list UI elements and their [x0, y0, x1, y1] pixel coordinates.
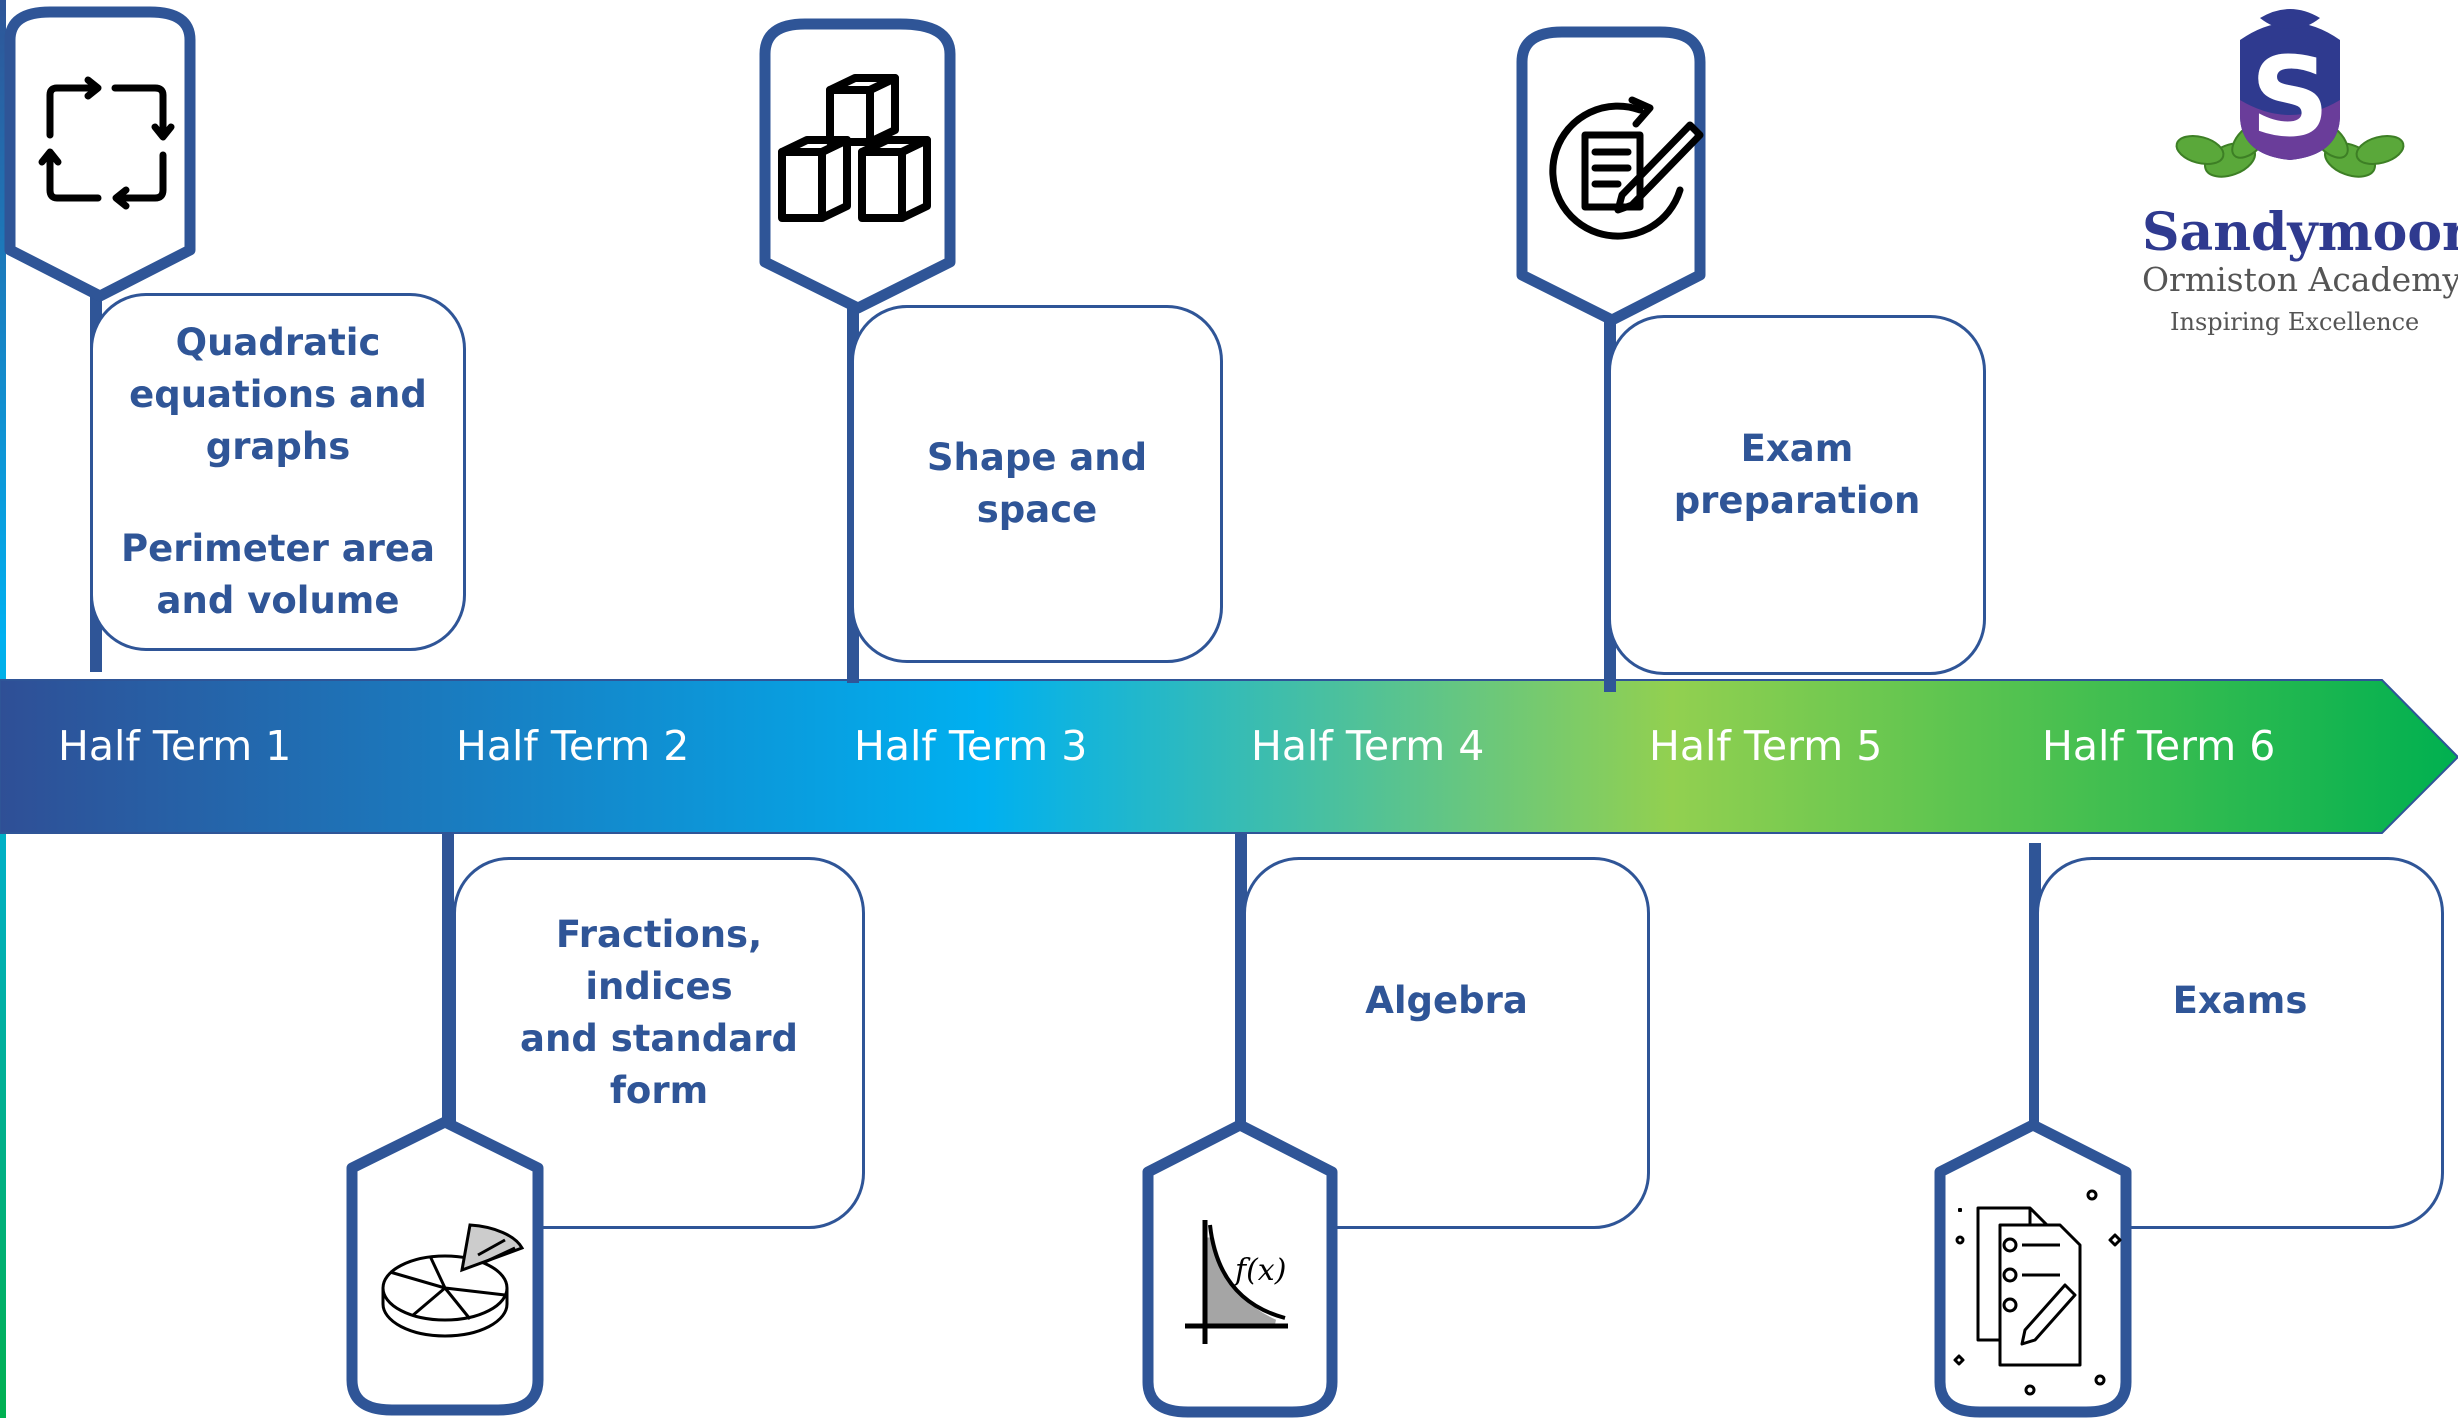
logo-emblem: S	[2175, 9, 2405, 178]
topic-box-ht1: Quadratic equations and graphs Perimeter…	[90, 293, 466, 651]
topic-box-ht5: Exam preparation	[1608, 315, 1986, 675]
topic-ht1-line1: Quadratic	[175, 321, 381, 364]
topic-box-ht4: Algebra	[1243, 857, 1650, 1229]
topic-ht1-line2: equations and	[129, 373, 427, 416]
topic-ht1-line3: graphs	[205, 425, 351, 468]
topic-ht1-line5: and volume	[156, 579, 400, 622]
half-term-label: Half Term 1	[58, 722, 292, 770]
topic-ht3-line1: Shape and space	[926, 436, 1148, 531]
timeline-arrow	[0, 679, 2458, 834]
logo-name: Sandymoor	[2142, 202, 2458, 263]
topic-ht6-line1: Exams	[2172, 978, 2308, 1022]
half-term-label: Half Term 4	[1251, 722, 1485, 770]
topic-ht2-line2: and standard form	[520, 1017, 798, 1112]
topic-box-ht3: Shape and space	[851, 305, 1223, 663]
half-term-label: Half Term 6	[2042, 722, 2276, 770]
logo-letter: S	[2250, 33, 2329, 161]
logo-subtitle: Ormiston Academy	[2142, 260, 2458, 299]
topic-box-ht2: Fractions, indices and standard form	[453, 857, 865, 1229]
topic-ht5-line2: preparation	[1673, 479, 1921, 522]
topic-ht4-line1: Algebra	[1365, 978, 1528, 1022]
topic-box-ht6: Exams	[2036, 857, 2444, 1229]
half-term-label: Half Term 3	[854, 722, 1088, 770]
topic-ht5-line1: Exam	[1740, 427, 1854, 470]
topic-ht2-line1: Fractions, indices	[555, 913, 763, 1008]
half-term-label: Half Term 5	[1649, 722, 1883, 770]
school-logo: S Sandymoor Ormiston Academy Inspiring E…	[2120, 0, 2458, 350]
half-term-label: Half Term 2	[456, 722, 690, 770]
logo-tagline: Inspiring Excellence	[2170, 308, 2420, 336]
topic-ht1-line4: Perimeter area	[121, 527, 435, 570]
